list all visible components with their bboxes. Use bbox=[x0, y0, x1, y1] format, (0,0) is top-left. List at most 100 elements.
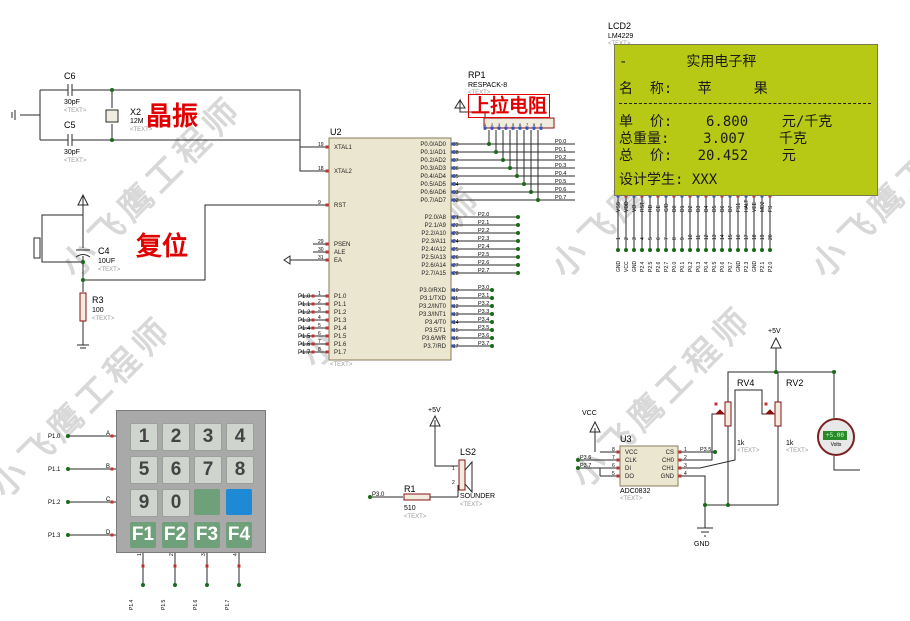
mcu-pin-number: 2 bbox=[318, 299, 321, 305]
lcd-net-dot bbox=[664, 248, 668, 252]
lcd-pin-name: D3 bbox=[696, 205, 702, 212]
pin-marker bbox=[451, 174, 455, 178]
lcd-net-dot bbox=[752, 248, 756, 252]
c6-value: 30pF bbox=[64, 99, 80, 106]
r1-body bbox=[403, 493, 431, 501]
pullup-pin-number: 5 bbox=[512, 122, 515, 127]
pullup-pin-number: 8 bbox=[533, 122, 536, 127]
keypad-key[interactable]: 2 bbox=[162, 423, 190, 451]
mcu-pin-name: P1.6 bbox=[334, 342, 347, 348]
keypad-key[interactable]: F4 bbox=[226, 522, 252, 548]
wire bbox=[776, 371, 779, 402]
ls2-text: <TEXT> bbox=[460, 502, 483, 508]
lcd-net-label: P2.7 bbox=[664, 261, 670, 272]
pin-marker bbox=[656, 194, 660, 198]
lcd-value: LM4229 bbox=[608, 33, 634, 40]
power-vcc-adc: VCC bbox=[582, 410, 597, 417]
lcd-pin-number: 6 bbox=[656, 237, 662, 240]
junction-dot bbox=[529, 190, 533, 194]
buzzer-body bbox=[458, 459, 466, 491]
net-dot bbox=[490, 336, 494, 340]
lcd-net-label: P2.6 bbox=[656, 261, 662, 272]
net-dot bbox=[516, 239, 520, 243]
lcd-pin-number: 11 bbox=[696, 235, 702, 240]
keypad-key[interactable]: 7 bbox=[194, 456, 222, 484]
net-label: P0.7 bbox=[555, 195, 566, 201]
keypad-key[interactable]: 9 bbox=[130, 489, 158, 517]
pin-marker bbox=[451, 271, 455, 275]
keypad-key[interactable]: F2 bbox=[162, 522, 188, 548]
junction-dot bbox=[110, 88, 114, 92]
ground-label: GND bbox=[694, 541, 710, 548]
lcd-net-dot bbox=[656, 248, 660, 252]
mcu-pin-name: P0.5/AD5 bbox=[420, 182, 446, 188]
pin-marker bbox=[616, 474, 620, 478]
keypad-key[interactable]: 3 bbox=[194, 423, 222, 451]
pin-marker bbox=[311, 302, 315, 306]
mcu-pin-name: P3.6/WR bbox=[422, 336, 447, 342]
net-label: P1.5 bbox=[298, 334, 311, 340]
keypad-key[interactable]: F3 bbox=[194, 522, 220, 548]
lcd-net-dot bbox=[736, 248, 740, 252]
lcd-net-label: GND bbox=[616, 261, 622, 273]
mcu-pin-number: 7 bbox=[318, 339, 321, 345]
pin-marker bbox=[616, 450, 620, 454]
mcu-pin-number: 21 bbox=[453, 215, 459, 221]
lcd-net-dot bbox=[728, 248, 732, 252]
junction-dot bbox=[141, 583, 145, 587]
u2-text: <TEXT> bbox=[330, 362, 353, 368]
pin-marker bbox=[451, 336, 455, 340]
c4-value: 10UF bbox=[98, 258, 116, 265]
lcd-ref: LCD2 bbox=[608, 21, 632, 31]
pullup-pin-number: 6 bbox=[519, 122, 522, 127]
lcd-pin-number: 19 bbox=[760, 234, 766, 240]
buzzer-pin-number: 2 bbox=[452, 480, 455, 486]
ls2-ref: LS2 bbox=[460, 447, 477, 457]
keypad-key[interactable] bbox=[226, 489, 252, 515]
ls2-value: SOUNDER bbox=[460, 493, 496, 500]
net-label: P0.5 bbox=[555, 179, 566, 185]
pin-marker bbox=[760, 194, 764, 198]
wire bbox=[41, 235, 83, 263]
wire bbox=[41, 195, 84, 235]
keypad-key[interactable]: 8 bbox=[226, 456, 254, 484]
lcd-pin-number: 15 bbox=[728, 234, 734, 240]
net-label: P1.3 bbox=[48, 533, 61, 539]
junction-dot bbox=[703, 503, 707, 507]
mcu-pin-name: P2.6/A14 bbox=[421, 263, 446, 269]
keypad-key[interactable]: 5 bbox=[130, 456, 158, 484]
keypad-key[interactable]: 1 bbox=[130, 423, 158, 451]
mcu-pin-number: 31 bbox=[318, 255, 324, 261]
pin-marker bbox=[325, 334, 329, 338]
net-label: P1.3 bbox=[298, 318, 311, 324]
u3-ref: U3 bbox=[620, 434, 632, 444]
keypad-key[interactable]: 4 bbox=[226, 423, 254, 451]
pin-marker bbox=[451, 223, 455, 227]
r3-body bbox=[79, 292, 87, 322]
pin-marker bbox=[173, 564, 177, 568]
lcd-pin-name: HALT bbox=[744, 200, 750, 212]
lcd-pin-name: D1 bbox=[680, 205, 686, 212]
lcd-net-label: P0.5 bbox=[712, 261, 718, 272]
pin-marker bbox=[451, 247, 455, 251]
pin-marker bbox=[490, 126, 494, 130]
lcd-line-1: - 实用电子秤 bbox=[619, 54, 757, 70]
lcd-net-dot bbox=[688, 248, 692, 252]
pin-marker bbox=[110, 533, 114, 537]
c5-text: <TEXT> bbox=[64, 158, 87, 164]
keypad-key[interactable]: F1 bbox=[130, 522, 156, 548]
junction-dot bbox=[81, 278, 85, 282]
keypad-key[interactable]: 0 bbox=[162, 489, 190, 517]
net-label: P1.7 bbox=[225, 599, 231, 610]
mcu-pin-name: P2.7/A15 bbox=[421, 271, 446, 277]
mcu-pin-number: 17 bbox=[453, 344, 459, 350]
lcd-pin-number: 16 bbox=[736, 234, 742, 240]
mcu-pin-name: P1.5 bbox=[334, 334, 347, 340]
keypad-col-pin: 2 bbox=[169, 553, 175, 556]
keypad-key[interactable] bbox=[194, 489, 220, 515]
r3-text: <TEXT> bbox=[92, 316, 115, 322]
net-dot bbox=[490, 320, 494, 324]
u3-value: ADC0832 bbox=[620, 488, 651, 495]
keypad-key[interactable]: 6 bbox=[162, 456, 190, 484]
pin-marker bbox=[325, 294, 329, 298]
